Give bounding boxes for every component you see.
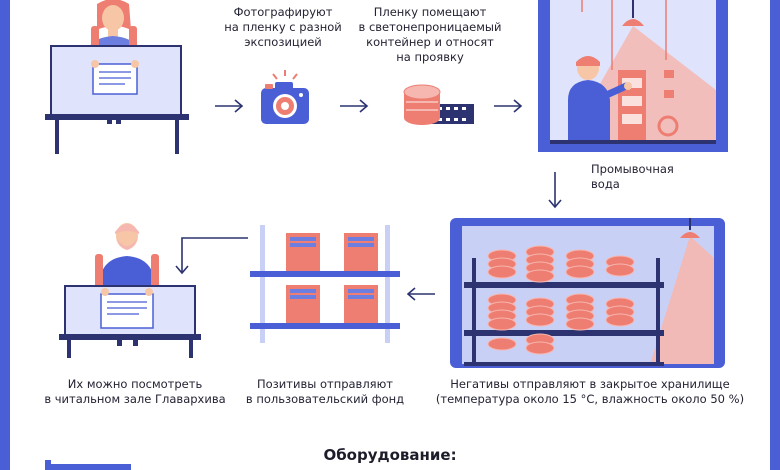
arrow-right-icon xyxy=(494,99,523,113)
arrow-down-icon xyxy=(548,172,562,209)
frame-right-bar xyxy=(770,0,780,470)
arrow-bent-icon xyxy=(175,237,248,275)
reading-room-illustration xyxy=(59,223,201,358)
equipment-title: Оборудование: xyxy=(323,446,457,464)
archivist-at-desk-illustration xyxy=(45,0,189,154)
camera-icon xyxy=(261,70,309,124)
arrow-right-icon xyxy=(215,99,244,113)
equipment-partial-icon xyxy=(45,460,131,470)
darkroom-illustration xyxy=(538,0,728,152)
caption-wash-water: Промывочная вода xyxy=(591,162,674,191)
caption-photograph: Фотографируют на пленку с разной экспози… xyxy=(224,5,342,49)
caption-container: Пленку помещают в светонепроницаемый кон… xyxy=(358,5,502,64)
film-canister-icon xyxy=(403,84,474,125)
film-reels-stacks xyxy=(487,245,635,355)
arrow-left-icon xyxy=(406,287,435,301)
caption-reading-room: Их можно посмотреть в читальном зале Гла… xyxy=(44,377,226,406)
caption-positives: Позитивы отправляют в пользовательский ф… xyxy=(245,377,405,406)
caption-negatives: Негативы отправляют в закрытое хранилище… xyxy=(435,377,745,406)
arrow-right-icon xyxy=(340,99,369,113)
frame-left-bar xyxy=(0,0,10,470)
positives-rack-illustration xyxy=(250,225,400,343)
